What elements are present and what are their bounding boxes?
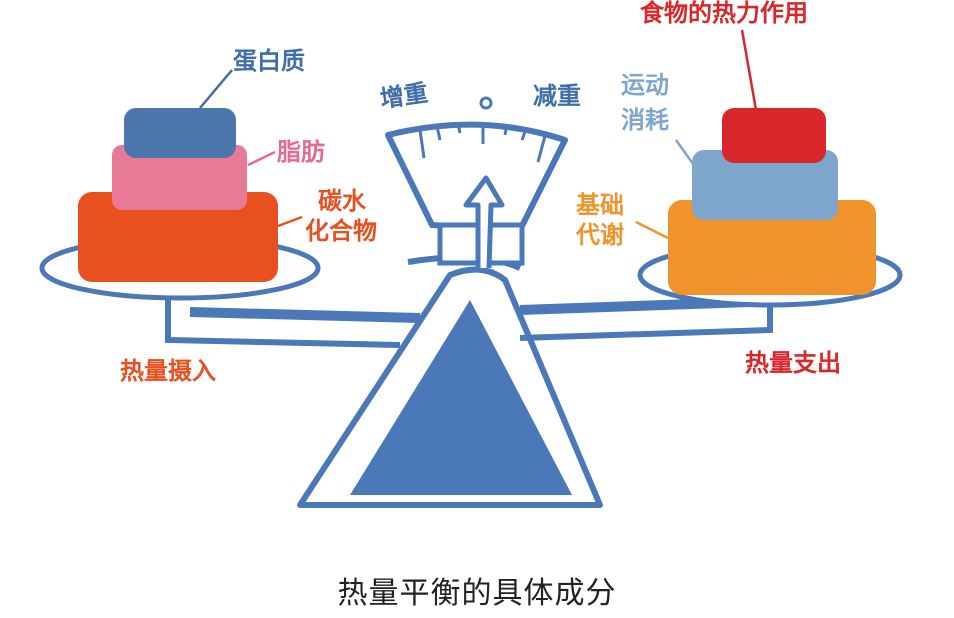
label-exercise-line1: 运动 [621, 71, 669, 99]
label-bmr-line1: 基础 [576, 191, 624, 219]
label-calorie-expense: 热量支出 [745, 349, 841, 377]
label-lose-weight: 减重 [533, 82, 581, 110]
label-protein: 蛋白质 [233, 47, 305, 75]
figure-caption: 热量平衡的具体成分 [337, 576, 617, 611]
label-fat: 脂肪 [277, 138, 325, 166]
label-carb-line1: 碳水 [318, 187, 366, 215]
left-stack [78, 69, 303, 282]
label-calorie-intake: 热量摄入 [120, 357, 216, 385]
scale-dial [385, 96, 568, 269]
scale-base [297, 266, 603, 508]
label-exercise-line2: 消耗 [621, 106, 669, 134]
label-carb-line2: 化合物 [305, 217, 377, 245]
right-stack [635, 29, 876, 295]
label-thermic-effect: 食物的热力作用 [640, 0, 808, 27]
zero-mark-icon [479, 96, 493, 110]
pointer-arrow-icon [463, 175, 505, 269]
label-bmr-line2: 代谢 [576, 221, 624, 249]
